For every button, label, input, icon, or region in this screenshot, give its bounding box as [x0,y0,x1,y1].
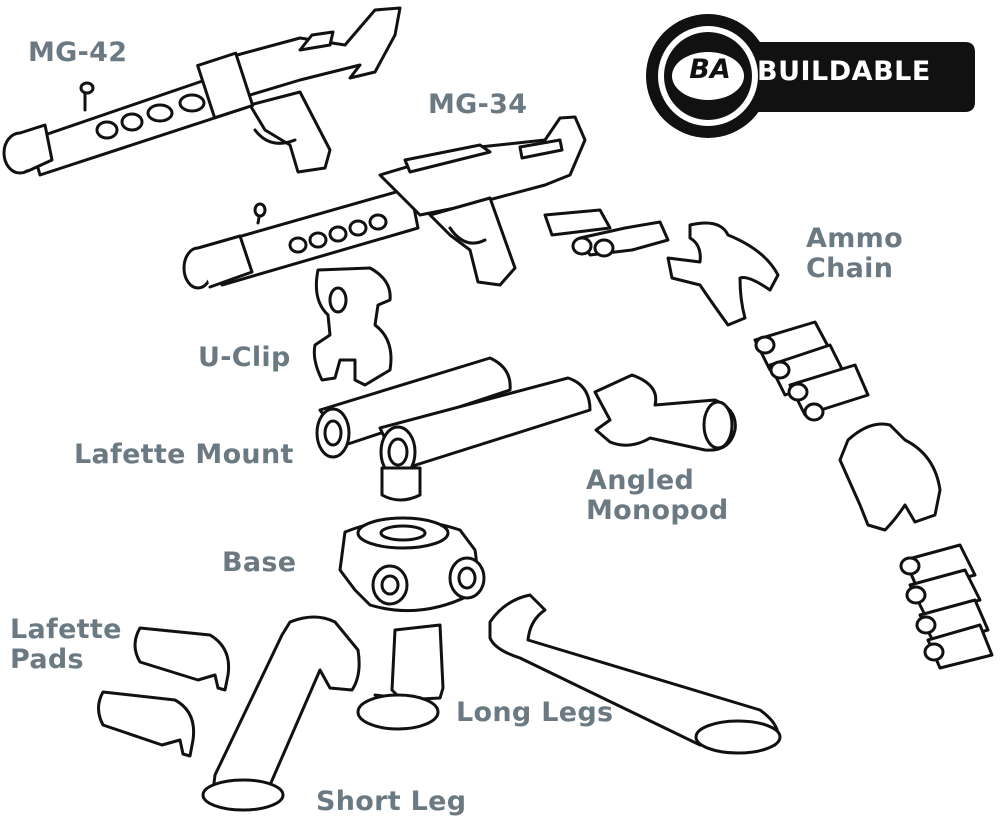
label-lafette-pads: Lafette Pads [10,615,122,675]
label-base: Base [222,547,297,578]
lafette-mount-part [315,356,592,502]
label-angled-monopod-line2: Monopod [586,495,729,526]
label-short-leg: Short Leg [316,786,467,817]
label-ammo-chain-line1: Ammo [806,223,903,254]
lafette-pads-part [97,626,231,758]
label-long-legs: Long Legs [456,697,614,728]
label-mg34: MG-34 [428,89,528,120]
label-ammo-chain: Ammo Chain [806,224,903,284]
mg42-gun [2,6,402,177]
label-angled-monopod-line1: Angled [586,465,695,496]
label-u-clip: U-Clip [198,342,291,373]
ba-buildable-logo [646,14,975,138]
label-ammo-chain-line2: Chain [806,253,894,284]
label-angled-monopod: Angled Monopod [586,466,729,526]
label-lafette-mount: Lafette Mount [74,439,294,470]
mg34-gun [182,115,587,290]
angled-monopod-part [593,373,737,452]
logo-badge-text: BA [689,54,731,85]
short-leg-part [201,615,361,812]
u-clip-part [312,266,393,387]
logo-wordmark: BUILDABLE [757,56,931,87]
ammo-chain [543,208,994,670]
label-lafette-pads-line1: Lafette [10,614,122,645]
label-lafette-pads-line2: Pads [10,644,84,675]
label-mg42: MG-42 [28,37,128,68]
long-legs-part [356,593,782,755]
base-part [338,516,486,613]
